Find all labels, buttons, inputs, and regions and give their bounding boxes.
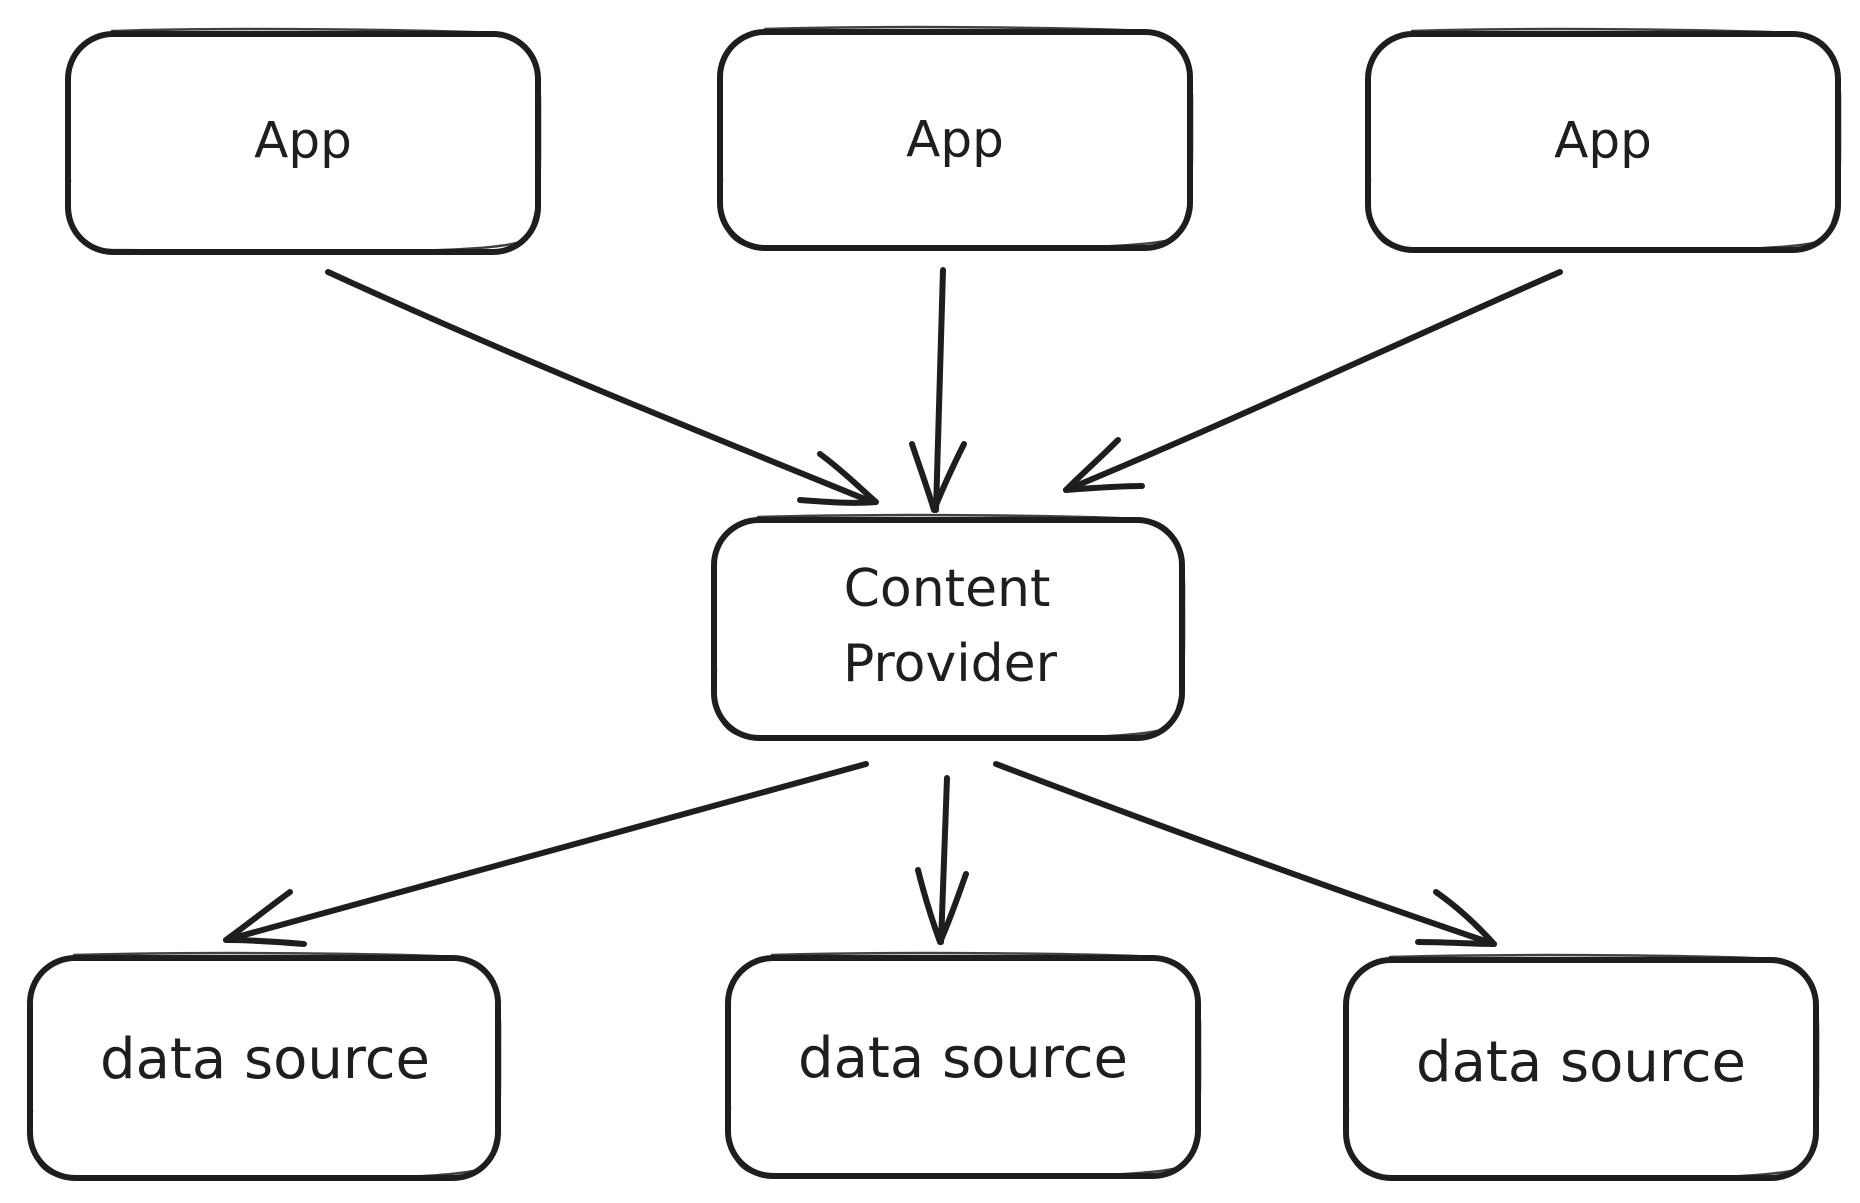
data-source-yellow-sketch-edge: [1345, 953, 1820, 1181]
arrow-provider-to-source1: [223, 761, 869, 947]
data-source-red-sketch-edge: [29, 951, 502, 1181]
data-source-label-2: data source: [798, 1026, 1128, 1091]
app-label-3: App: [1554, 112, 1652, 170]
app-box-green: App: [65, 27, 542, 255]
data-source-box-green: data source: [725, 951, 1202, 1179]
app-label-2: App: [906, 111, 1004, 169]
app-box-green-sketch-edge: [68, 27, 542, 253]
data-source-green-sketch-edge: [727, 951, 1202, 1179]
content-provider-label-line2: Provider: [843, 634, 1058, 694]
content-provider-label-line1: Content: [844, 559, 1051, 619]
data-source-label-3: data source: [1416, 1030, 1746, 1095]
data-source-box-yellow: data source: [1343, 953, 1820, 1181]
app-box-yellow: App: [1365, 27, 1842, 253]
content-provider-box: Content Provider: [711, 513, 1186, 741]
arrow-app1-to-provider: [325, 269, 879, 506]
app-box-blue: App: [717, 25, 1194, 251]
arrow-app3-to-provider: [1063, 269, 1563, 493]
content-provider-shape: [711, 517, 1185, 741]
data-source-box-red: data source: [27, 951, 502, 1181]
arrow-app2-to-provider: [909, 267, 967, 513]
app-box-yellow-sketch-edge: [1367, 27, 1842, 253]
content-provider-sketch-edge: [713, 513, 1186, 741]
data-source-label-1: data source: [100, 1027, 430, 1092]
app-label-1: App: [254, 112, 352, 170]
arrow-provider-to-source2: [915, 775, 969, 945]
app-box-blue-sketch-edge: [719, 25, 1194, 251]
arrow-provider-to-source3: [993, 761, 1497, 947]
